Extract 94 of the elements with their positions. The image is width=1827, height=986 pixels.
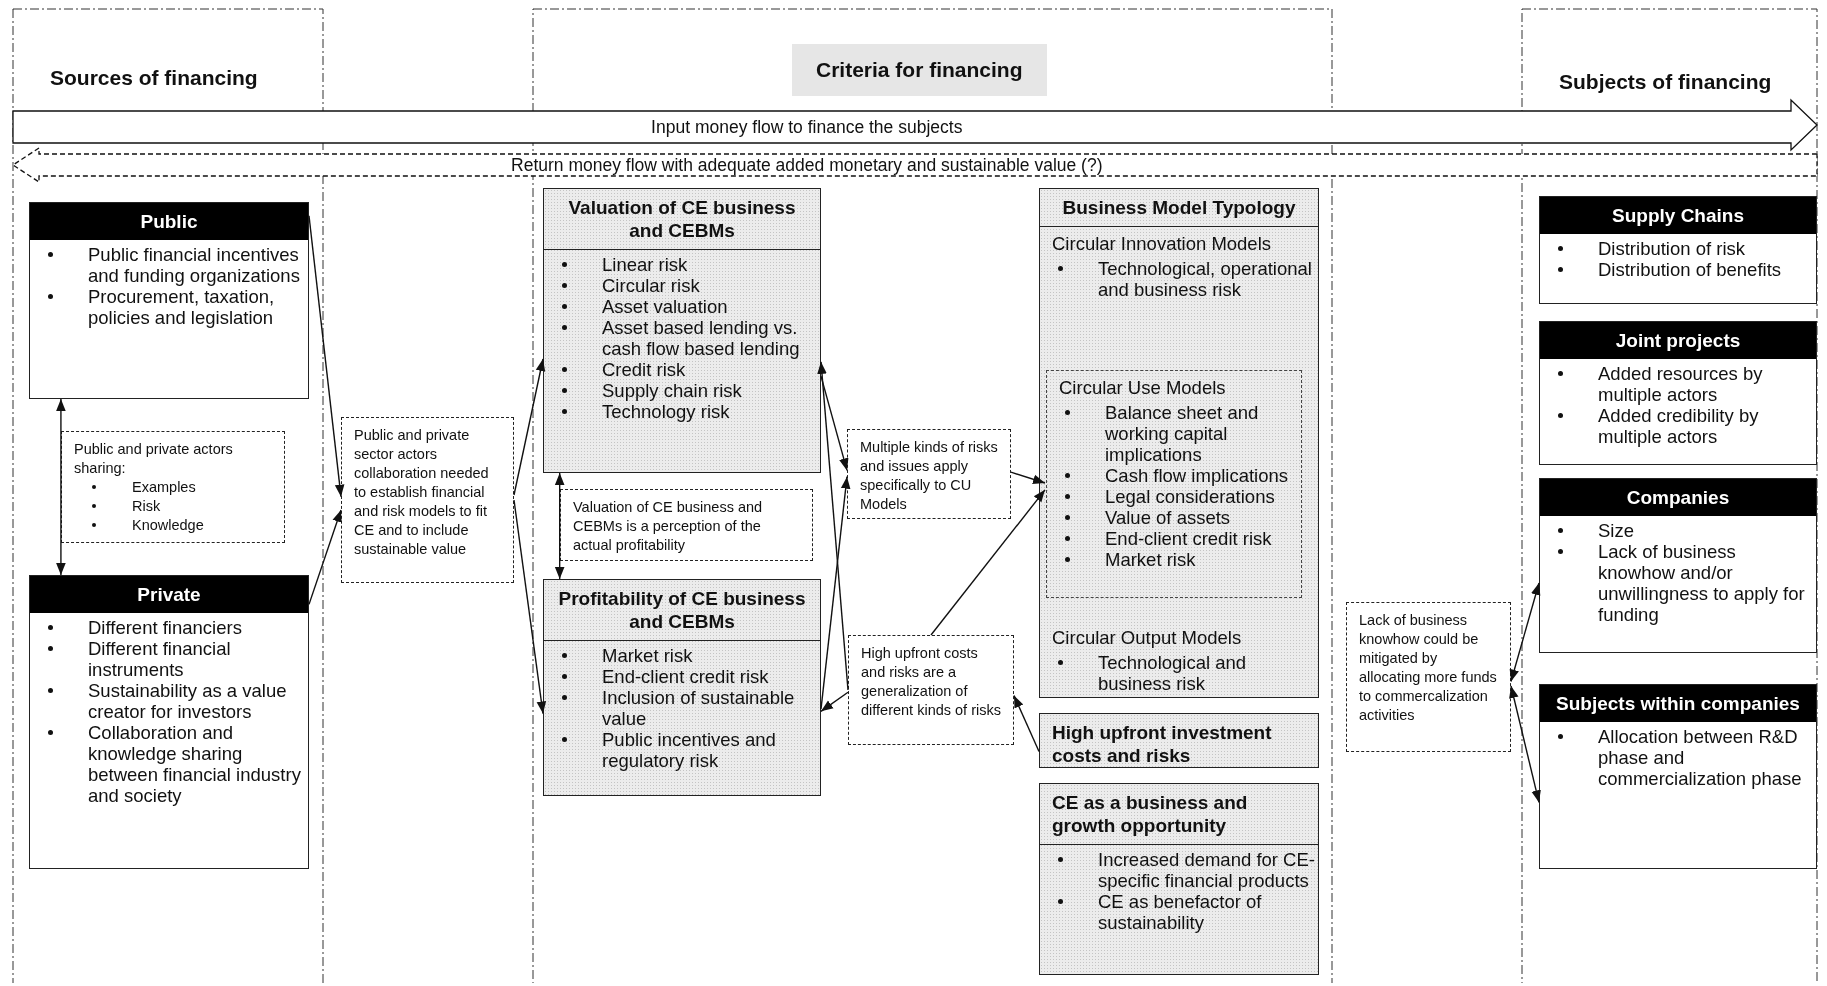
category-box xyxy=(543,579,821,796)
bullet-item: Asset valuation xyxy=(602,296,728,317)
arrow xyxy=(820,476,851,710)
bullet-item: Asset based lending vs. cash flow based lending xyxy=(602,317,800,359)
subheading: Circular Use Models xyxy=(1058,376,1227,398)
category-box xyxy=(1539,478,1817,653)
arrow xyxy=(1013,694,1040,753)
bullet-item: Collaboration and knowledge sharing between financial industry and society xyxy=(88,722,301,806)
arrow xyxy=(513,499,547,715)
box-heading: Business Model Typology xyxy=(1040,189,1318,227)
category-box xyxy=(29,202,309,399)
box-heading: Joint projects xyxy=(1540,322,1816,359)
category-box xyxy=(29,575,309,869)
column-heading: Subjects of financing xyxy=(1559,70,1772,94)
arrow xyxy=(308,215,345,498)
arrow xyxy=(930,489,1046,636)
category-box xyxy=(1539,196,1817,304)
subcategory-box xyxy=(1046,370,1302,598)
arrow xyxy=(820,375,849,472)
arrow xyxy=(1509,582,1541,683)
bullet-item: Distribution of risk xyxy=(1598,238,1745,259)
bullet-item: Public financial incentives and funding organizations xyxy=(88,244,300,286)
box-heading: Companies xyxy=(1540,479,1816,516)
bullet-item: Knowledge xyxy=(132,517,204,533)
bullet-item: Balance sheet and working capital implications xyxy=(1105,402,1259,465)
box-heading: Private xyxy=(30,576,308,613)
box-heading: Subjects within companies xyxy=(1540,685,1816,722)
column-heading: Sources of financing xyxy=(50,66,258,90)
bullet-item: Cash flow implications xyxy=(1105,465,1288,486)
bullet-item: CE as benefactor of sustainability xyxy=(1098,891,1262,933)
arrow xyxy=(513,358,546,496)
bullet-item: Public incentives and regulatory risk xyxy=(602,729,776,771)
bullet-item: Allocation between R&D phase and commercialization phase xyxy=(1598,726,1802,789)
bullet-item: Different financial instruments xyxy=(88,638,231,680)
category-box xyxy=(1039,188,1319,698)
bullet-item: Supply chain risk xyxy=(602,380,742,401)
arrow xyxy=(56,398,66,576)
bullet-item: Lack of business knowhow and/or unwillingness to apply for funding xyxy=(1598,541,1805,625)
bullet-item: Technological, operational and business risk xyxy=(1098,258,1312,300)
bullet-item: Different financiers xyxy=(88,617,242,638)
arrow xyxy=(308,509,342,606)
note-text: High upfront costs and risks are a generalization of different kinds of risks xyxy=(861,644,1002,720)
bullet-item: Technological and business risk xyxy=(1098,652,1247,694)
note-box xyxy=(61,431,285,543)
arrow xyxy=(1010,471,1046,484)
bullet-item: Increased demand for CE-specific financial products xyxy=(1098,849,1315,891)
note-box xyxy=(1346,602,1511,752)
bullet-item: Size xyxy=(1598,520,1634,541)
subheading: Circular Innovation Models xyxy=(1051,232,1273,254)
category-box xyxy=(1039,713,1319,768)
arrow xyxy=(817,361,849,691)
bullet-item: Market risk xyxy=(1105,549,1196,570)
bullet-item: Market risk xyxy=(602,645,693,666)
bullet-item: Circular risk xyxy=(602,275,700,296)
note-box xyxy=(847,429,1011,519)
box-heading: High upfront investment costs and risks xyxy=(1051,721,1273,768)
category-box xyxy=(1039,783,1319,975)
note-box xyxy=(848,635,1014,745)
heading-patch: Criteria for financing xyxy=(792,44,1047,96)
column-band xyxy=(1521,8,1818,983)
note-text: Lack of business knowhow could be mitigated by allocating more funds to commercalization activities xyxy=(1359,611,1498,725)
box-heading: Supply Chains xyxy=(1540,197,1816,234)
box-heading: Valuation of CE business and CEBMs xyxy=(544,189,820,250)
category-box xyxy=(1539,684,1817,869)
arrow xyxy=(820,691,849,713)
category-box xyxy=(543,188,821,473)
bullet-item: Sustainability as a value creator for investors xyxy=(88,680,287,722)
bullet-item: Risk xyxy=(132,498,161,514)
note-box xyxy=(560,489,813,561)
arrow xyxy=(1509,685,1541,804)
box-heading: CE as a business and growth opportunity xyxy=(1040,784,1318,845)
note-text: Public and private sector actors collaboration needed to establish financial and risk models to fit CE and to include sustainable value xyxy=(354,426,490,559)
bullet-item: End-client credit risk xyxy=(1105,528,1272,549)
bullet-item: Examples xyxy=(132,479,196,495)
bullet-item: Procurement, taxation, policies and legislation xyxy=(88,286,275,328)
note-box xyxy=(341,417,514,583)
bullet-item: Technology risk xyxy=(602,401,730,422)
bullet-item: Added resources by multiple actors xyxy=(1598,363,1763,405)
note-text: Multiple kinds of risks and issues apply specifically to CU Models xyxy=(860,438,999,514)
bullet-item: Distribution of benefits xyxy=(1598,259,1782,280)
bullet-item: End-client credit risk xyxy=(602,666,769,687)
bullet-item: Inclusion of sustainable value xyxy=(602,687,795,729)
bullet-item: Linear risk xyxy=(602,254,688,275)
bullet-item: Value of assets xyxy=(1105,507,1231,528)
box-heading: Public xyxy=(30,203,308,240)
bullet-item: Added credibility by multiple actors xyxy=(1598,405,1759,447)
bullet-item: Legal considerations xyxy=(1105,486,1275,507)
arrow xyxy=(554,472,565,580)
note-text: Valuation of CE business and CEBMs is a perception of the actual profitability xyxy=(573,498,764,555)
box-heading: Profitability of CE business and CEBMs xyxy=(544,580,820,641)
bullet-item: Credit risk xyxy=(602,359,686,380)
subheading: Circular Output Models xyxy=(1051,626,1243,648)
note-text: Public and private actors sharing: xyxy=(74,440,234,478)
category-box xyxy=(1539,321,1817,465)
